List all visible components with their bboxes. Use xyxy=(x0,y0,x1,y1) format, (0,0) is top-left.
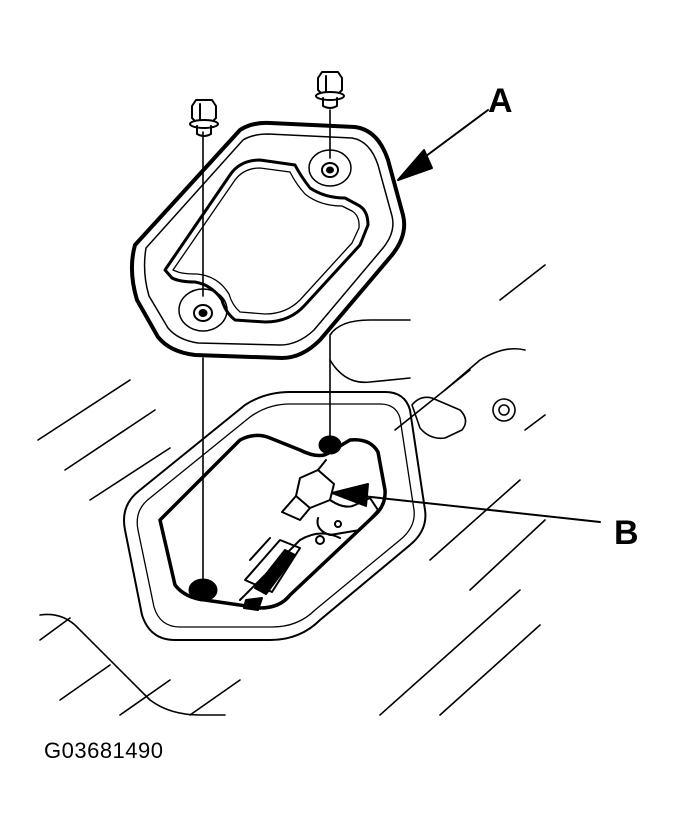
access-hole-recess xyxy=(123,391,427,641)
figure-id: G03681490 xyxy=(44,738,164,763)
leader-arrow-a xyxy=(397,109,489,181)
bolt-left xyxy=(189,99,219,137)
cover-plate-a xyxy=(130,120,407,360)
connector-b xyxy=(239,459,379,611)
floor-boss xyxy=(492,398,516,422)
floor-panel-lines xyxy=(37,264,546,716)
bolt-alignment-lines xyxy=(202,109,331,586)
callout-label-a: A xyxy=(488,82,513,120)
callout-label-b: B xyxy=(614,514,639,552)
floor-bolt-holes xyxy=(188,435,342,602)
inner-opening xyxy=(158,433,387,610)
leader-arrow-b xyxy=(331,483,601,523)
bolt-right xyxy=(315,71,345,109)
